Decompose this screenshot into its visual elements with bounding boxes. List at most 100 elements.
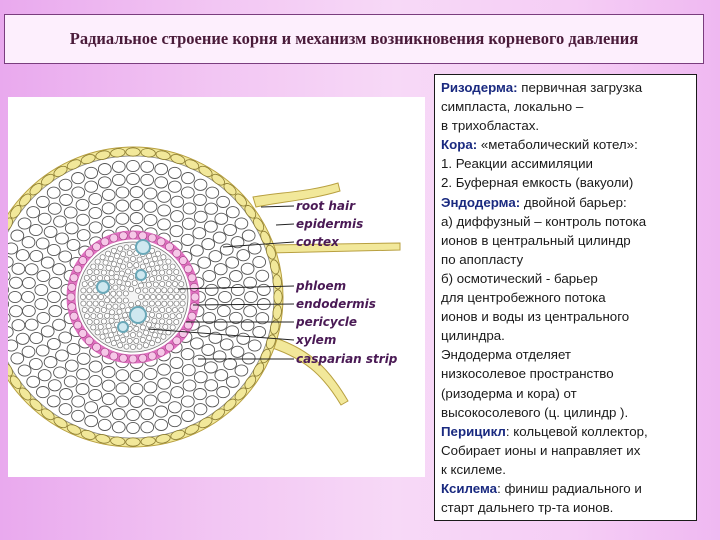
stele-cell — [122, 297, 129, 304]
cortex-cell — [230, 297, 245, 311]
cortex-cell — [29, 331, 44, 345]
cortex-cell — [143, 200, 158, 213]
cortex-cell — [219, 243, 234, 256]
epidermis-cell — [80, 154, 96, 165]
cortex-cell — [37, 369, 52, 382]
stele-cell — [149, 326, 155, 333]
cortex-cell — [167, 415, 182, 428]
stele-cell — [120, 263, 126, 270]
endodermis-cell — [92, 242, 101, 252]
cortex-cell — [76, 213, 90, 226]
cortex-cell — [217, 304, 231, 318]
endodermis-cell — [138, 353, 147, 363]
stele-cell — [81, 281, 88, 287]
endodermis-cell — [172, 248, 182, 258]
cortex-cell — [46, 186, 61, 199]
cortex-cell — [216, 386, 230, 399]
stele-cell — [160, 254, 167, 261]
epidermis-cell — [265, 244, 276, 260]
cortex-cell — [204, 283, 219, 296]
stele-cell — [101, 318, 107, 325]
stele-cell — [90, 274, 97, 281]
cortex-cell — [157, 377, 171, 390]
stele-cell — [180, 294, 186, 300]
stele-cell — [104, 312, 110, 319]
stele-cell — [145, 281, 152, 288]
panel-line: симпласта, локально – — [441, 97, 690, 116]
stele-cell — [169, 313, 176, 319]
endodermis-cell — [100, 347, 110, 357]
stele-cell — [117, 342, 123, 349]
stele-cell — [156, 294, 162, 300]
cortex-cell — [111, 408, 126, 421]
cortex-cell — [234, 217, 249, 230]
cortex-cell — [15, 249, 30, 262]
endodermis-cell — [156, 237, 166, 247]
stele-cell — [135, 287, 141, 294]
cortex-cell — [111, 173, 126, 186]
cortex-cell — [17, 217, 32, 230]
stele-cell — [98, 294, 104, 300]
cortex-cell — [140, 160, 155, 173]
epidermis-cell — [155, 434, 171, 444]
panel-text: первичная загрузка — [517, 80, 643, 95]
panel-line: для центробежного потока — [441, 288, 690, 307]
cortex-cell — [8, 326, 14, 338]
xylem-vessel — [96, 280, 110, 294]
cortex-cell — [182, 202, 197, 215]
cortex-cell — [59, 193, 73, 206]
stele-cell — [86, 300, 93, 307]
cortex-cell — [218, 290, 232, 304]
cortex-cell — [157, 204, 171, 217]
stele-cell — [162, 323, 169, 330]
stele-cell — [123, 256, 130, 263]
panel-line: Кора: «метаболический котел»: — [441, 135, 690, 154]
stele-cell — [92, 300, 99, 307]
panel-text: : финиш радиального и — [497, 480, 642, 496]
cortex-cell — [208, 250, 223, 263]
panel-text: а) диффузный – контроль потока — [441, 213, 647, 229]
stele-cell — [155, 337, 161, 344]
cortex-cell — [59, 388, 73, 401]
cortex-cell — [8, 300, 10, 308]
endodermis-cell — [147, 351, 157, 361]
cortex-cell — [55, 232, 69, 245]
stele-cell — [176, 313, 183, 319]
stele-cell — [149, 340, 155, 347]
cortex-cell — [84, 415, 99, 428]
stele-cell — [146, 321, 152, 328]
panel-text: к ксилеме. — [441, 461, 506, 477]
panel-line: ионов и воды из центрального — [441, 307, 690, 326]
stele-cell — [167, 300, 174, 307]
cortex-cell — [8, 339, 19, 352]
cortex-cell — [197, 325, 212, 338]
label-phloem: phloem — [295, 279, 346, 293]
panel-line: старт дальнего тр-та ионов. — [441, 498, 690, 517]
stele-cell — [162, 313, 169, 319]
panel-text: ионов в центральный цилиндр — [441, 232, 631, 248]
cortex-cell — [40, 256, 55, 269]
cortex-cell — [101, 366, 116, 379]
stele-cell — [108, 317, 115, 324]
cortex-cell — [181, 217, 196, 230]
label-root-hair: root hair — [296, 199, 356, 213]
cortex-cell — [143, 394, 158, 407]
term-heading: Перицикл — [441, 423, 506, 439]
stele-cell — [93, 269, 100, 276]
stele-cell — [116, 279, 123, 286]
stele-cell — [104, 297, 111, 304]
cortex-cell — [22, 276, 36, 290]
endodermis-cell — [119, 353, 128, 363]
cortex-cell — [58, 250, 73, 263]
stele-cell — [126, 250, 133, 256]
cortex-cell — [167, 401, 182, 414]
stele-cell — [133, 262, 140, 269]
cortex-cell — [97, 163, 112, 176]
cortex-cell — [143, 187, 158, 200]
stele-cell — [105, 337, 111, 344]
epidermis-cell — [53, 165, 68, 177]
stele-cell — [111, 340, 117, 347]
cortex-cell — [97, 405, 112, 418]
stele-cell — [165, 258, 172, 265]
panel-text: старт дальнего тр-та ионов. — [441, 500, 614, 516]
